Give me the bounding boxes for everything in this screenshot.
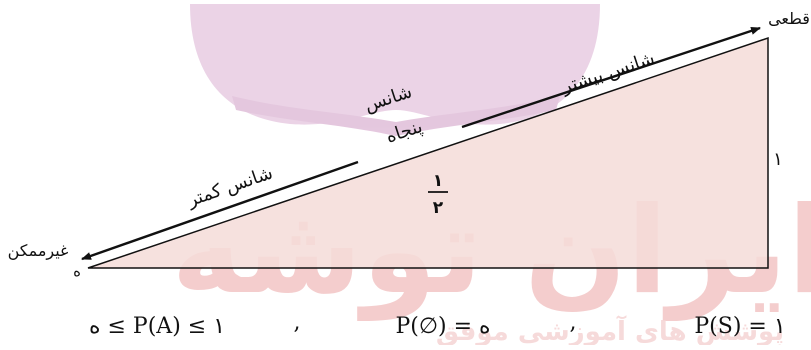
label-fifty-word: پنجاه	[383, 116, 425, 147]
label-height-one: ۱	[773, 149, 783, 170]
formula-empty-set: P(∅) = ه	[395, 314, 490, 339]
formula-separator-2: ,	[570, 310, 577, 335]
label-impossible: غیرممکن	[8, 241, 69, 261]
label-certain: قطعی	[768, 9, 810, 28]
fraction-numerator: ۱	[433, 171, 443, 191]
label-origin-zero: ه	[73, 262, 81, 280]
arrow-more-chance	[461, 26, 761, 129]
formula-separator-1: ,	[294, 310, 301, 335]
arrow-less-chance	[81, 160, 359, 261]
fraction-denominator: ۲	[433, 198, 444, 218]
formula-range: ه ≤ P(A) ≤ ۱	[89, 314, 225, 339]
fraction-one-half: ۱ ۲	[428, 171, 448, 218]
probability-triangle	[87, 36, 769, 269]
formula-sample-space: P(S) = ۱	[694, 314, 785, 339]
watermark-subtitle: پوشش های آموزشی موفق	[436, 315, 784, 345]
formula-row: ه ≤ P(A) ≤ ۱ , P(∅) = ه , P(S) = ۱	[89, 310, 786, 339]
